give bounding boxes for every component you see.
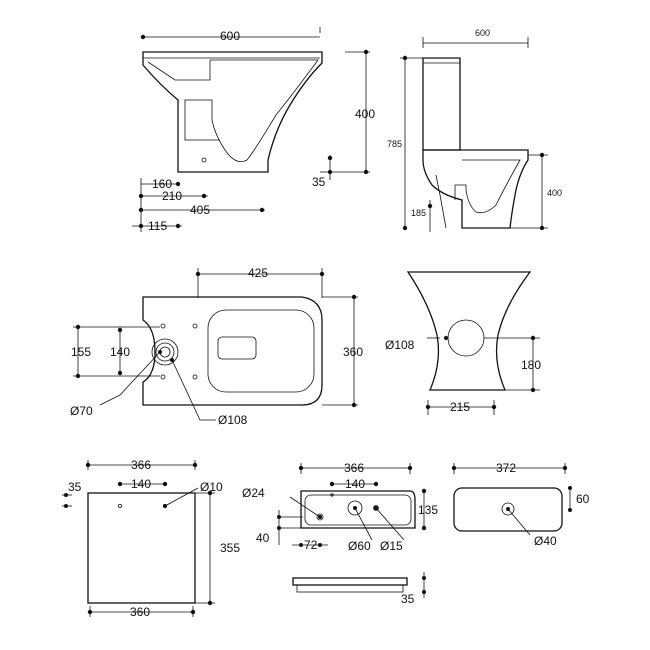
lid-outline (87, 492, 196, 604)
lid-w360-label: 360 (130, 605, 150, 619)
plan-d140-label: 140 (110, 345, 130, 359)
plan-view: 425 360 155 140 Ø70 (70, 266, 363, 427)
cistern-h135-label: 135 (418, 503, 438, 517)
cistern-d35-label: 35 (401, 592, 415, 606)
lid-d35-label: 35 (68, 480, 82, 494)
side-d405-label: 405 (190, 203, 210, 217)
cistern-front-dia40-label: Ø40 (534, 534, 557, 548)
cistern-d40-label: 40 (256, 531, 270, 545)
cistern-top-outline (300, 490, 416, 529)
rear-h180-label: 180 (521, 358, 541, 372)
cistern-d72-label: 72 (304, 538, 318, 552)
plan-d155-label: 155 (71, 345, 91, 359)
side-d160-label: 160 (152, 177, 172, 191)
cistern-w140-label: 140 (345, 477, 365, 491)
side-d115-label: 115 (148, 219, 167, 233)
side-height-label: 400 (355, 107, 375, 121)
profile-width-label: 600 (475, 28, 490, 38)
cistern-front-h60-label: 60 (576, 492, 590, 506)
rear-outline (406, 271, 532, 391)
cistern-front-outline (453, 487, 563, 532)
pan-outline (422, 149, 529, 229)
cistern-lid-profile (292, 577, 408, 586)
side-width-label: 600 (220, 29, 240, 43)
plan-length-label: 425 (248, 266, 268, 280)
cistern-dia24-label: Ø24 (242, 486, 265, 500)
plan-dia70-label: Ø70 (70, 404, 93, 418)
cistern-w366-label: 366 (344, 461, 364, 475)
lid-dia10-label: Ø10 (200, 480, 223, 494)
side-view: 600 400 35 160 210 405 (132, 27, 375, 233)
side-offset-label: 35 (312, 175, 326, 189)
profile-total-height-label: 785 (387, 139, 402, 149)
side-d210-label: 210 (162, 189, 182, 203)
profile-d185-label: 185 (411, 208, 426, 218)
cistern-dia15-label: Ø15 (380, 539, 403, 553)
profile-pan-height-label: 400 (547, 188, 562, 198)
lid-w140-label: 140 (131, 477, 151, 491)
plan-outline (142, 296, 323, 406)
cistern-front-w372-label: 372 (496, 461, 516, 475)
cistern-front-view: 372 60 Ø40 (451, 461, 590, 548)
lid-h355-label: 355 (220, 541, 240, 555)
profile-view: 600 785 185 400 (387, 28, 562, 232)
cistern-dia60-label: Ø60 (348, 539, 371, 553)
cistern-outline (422, 57, 461, 151)
lid-w366-label: 366 (131, 458, 151, 472)
cistern-top-view: 366 140 Ø24 135 40 72 Ø60 (242, 461, 438, 606)
rear-w215-label: 215 (450, 400, 470, 414)
lid-view: 366 140 35 Ø10 355 360 (62, 458, 240, 619)
side-view-outline (142, 51, 323, 173)
plan-width-label: 360 (343, 345, 363, 359)
plan-dia108-label: Ø108 (218, 413, 248, 427)
rear-view: Ø108 180 215 (385, 271, 541, 415)
rear-dia108-label: Ø108 (385, 338, 415, 352)
